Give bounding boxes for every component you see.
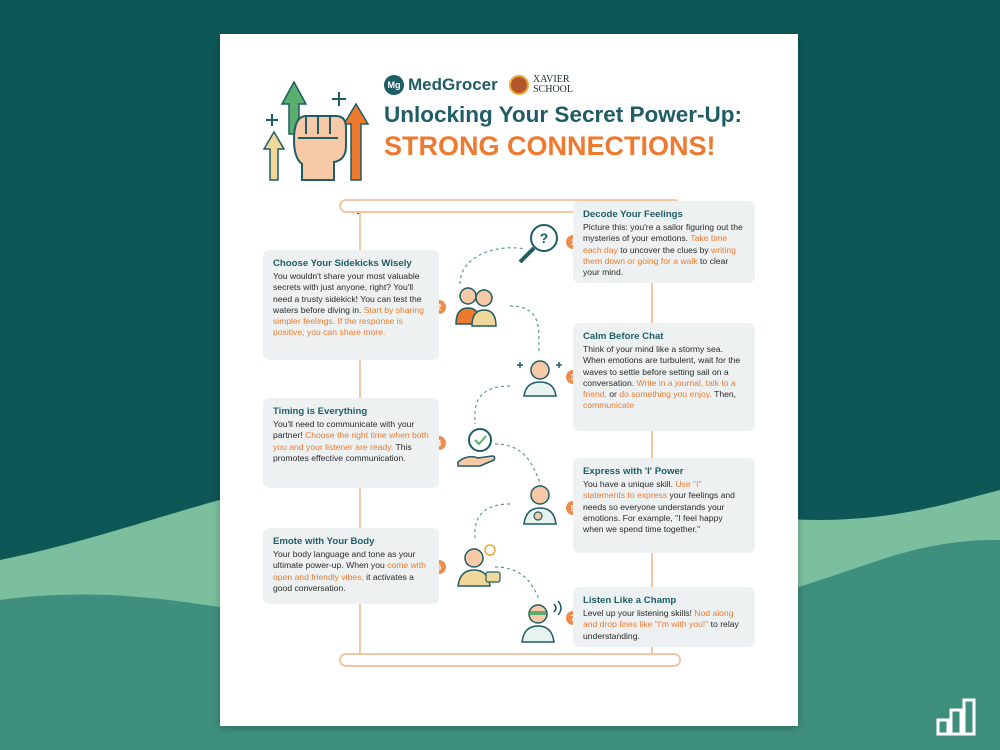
step-title-1: Decode Your Feelings	[583, 209, 683, 220]
step-body-5: You have a unique skill. Use "I" stateme…	[583, 479, 735, 535]
step-body-6: Your body language and tone as your ulti…	[273, 549, 426, 593]
step-title-5: Express with 'I' Power	[583, 466, 684, 477]
step-card-6: Emote with Your Body Your body language …	[263, 528, 439, 604]
step-title-2: Choose Your Sidekicks Wisely	[273, 258, 412, 269]
medgrocer-wordmark: MedGrocer	[408, 75, 498, 94]
step-body-4: You'll need to communicate with your par…	[273, 419, 429, 463]
step-body-3: Think of your mind like a stormy sea. Wh…	[583, 344, 741, 411]
person-listening-icon	[521, 600, 562, 643]
person-speech-bubble-icon	[457, 544, 501, 587]
step-card-3: Calm Before Chat Think of your mind like…	[573, 323, 755, 431]
xavier-wordmark: XAVIER SCHOOL	[533, 75, 573, 95]
medgrocer-logo: Mg MedGrocer	[384, 75, 498, 95]
up-arrows-icon	[262, 80, 370, 214]
two-people-icon	[455, 287, 497, 327]
step-body-7: Level up your listening skills! Nod alon…	[583, 608, 739, 641]
hand-holding-clock-icon	[457, 428, 496, 467]
step-card-2: Choose Your Sidekicks Wisely You wouldn'…	[263, 250, 439, 360]
step-card-1: Decode Your Feelings Picture this: you'r…	[573, 201, 755, 283]
xavier-line1: XAVIER	[533, 74, 570, 85]
title-line1: Unlocking Your Secret Power-Up:	[384, 102, 742, 127]
step-body-2: You wouldn't share your most valuable se…	[273, 271, 424, 338]
school-seal-icon	[509, 75, 529, 95]
medgrocer-mark-icon: Mg	[384, 75, 404, 95]
meditating-person-icon	[517, 360, 562, 397]
infographic-poster: Mg MedGrocer XAVIER SCHOOL Unlocking You…	[220, 34, 798, 726]
step-card-7: Listen Like a Champ Level up your listen…	[573, 587, 755, 647]
step-title-4: Timing is Everything	[273, 406, 368, 417]
svg-text:?: ?	[540, 230, 549, 246]
step-card-5: Express with 'I' Power You have a unique…	[573, 458, 755, 553]
bar-chart-logo-icon	[936, 698, 976, 736]
xavier-school-logo: XAVIER SCHOOL	[509, 75, 573, 95]
step-card-4: Timing is Everything You'll need to comm…	[263, 398, 439, 488]
step-title-6: Emote with Your Body	[273, 536, 375, 547]
step-title-7: Listen Like a Champ	[583, 595, 677, 606]
magnifying-glass-question-icon: ?	[518, 224, 558, 264]
person-hand-on-chest-icon	[523, 485, 557, 525]
step-body-1: Picture this: you're a sailor figuring o…	[583, 222, 743, 278]
step-title-3: Calm Before Chat	[583, 331, 664, 342]
xavier-line2: SCHOOL	[533, 84, 574, 95]
title-line2: STRONG CONNECTIONS!	[384, 131, 716, 161]
raised-fist-icon	[292, 115, 347, 181]
